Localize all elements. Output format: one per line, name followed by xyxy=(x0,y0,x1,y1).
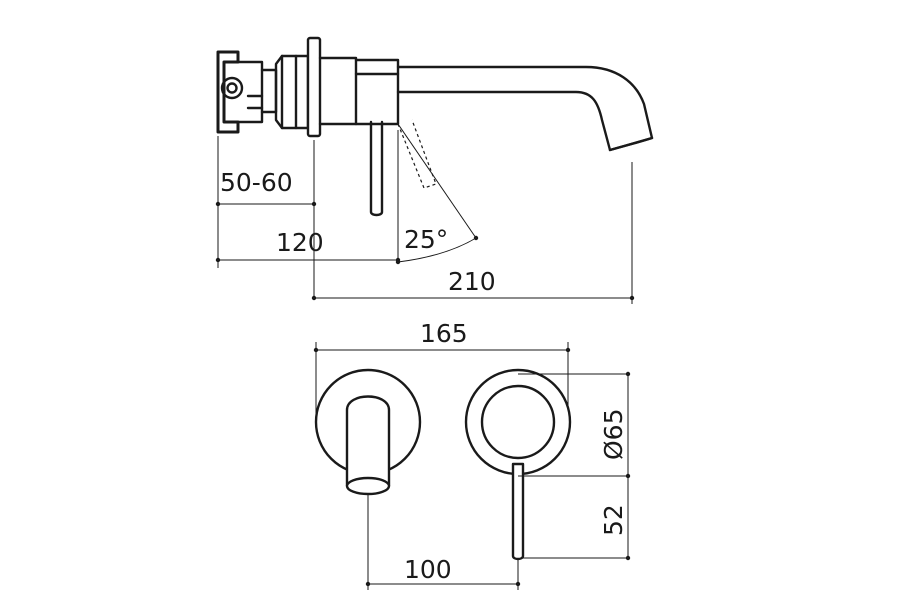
valve-body xyxy=(274,54,310,130)
mounting-bracket xyxy=(216,50,278,134)
lever-handle-side xyxy=(369,120,384,217)
side-elevation xyxy=(216,36,654,217)
spout-outlet xyxy=(345,476,391,496)
side-dimensions: 50-60 120 25° 210 xyxy=(215,123,635,304)
lever-rotated-hidden xyxy=(397,119,437,189)
dim-plate-centres: 165 xyxy=(420,319,468,348)
dim-lever-length: 52 xyxy=(599,504,628,536)
front-elevation xyxy=(314,368,572,561)
dim-wall-depth: 50-60 xyxy=(220,168,293,197)
wall-plate-edge xyxy=(306,36,322,138)
spout-collar xyxy=(318,56,400,126)
front-dimensions: 165 Ø65 52 100 xyxy=(313,319,631,590)
dim-spout-projection: 210 xyxy=(448,267,496,296)
dim-lever-angle: 25° xyxy=(404,225,448,254)
dim-plate-diameter: Ø65 xyxy=(599,409,628,461)
dim-spout-to-lever: 100 xyxy=(404,555,452,584)
spout-side xyxy=(396,65,654,152)
mixer-body xyxy=(480,384,556,460)
spout-front xyxy=(345,395,391,488)
dim-lever-offset: 120 xyxy=(276,228,324,257)
bracket-fixing-hole xyxy=(220,76,244,100)
lever-handle-front xyxy=(511,462,525,561)
